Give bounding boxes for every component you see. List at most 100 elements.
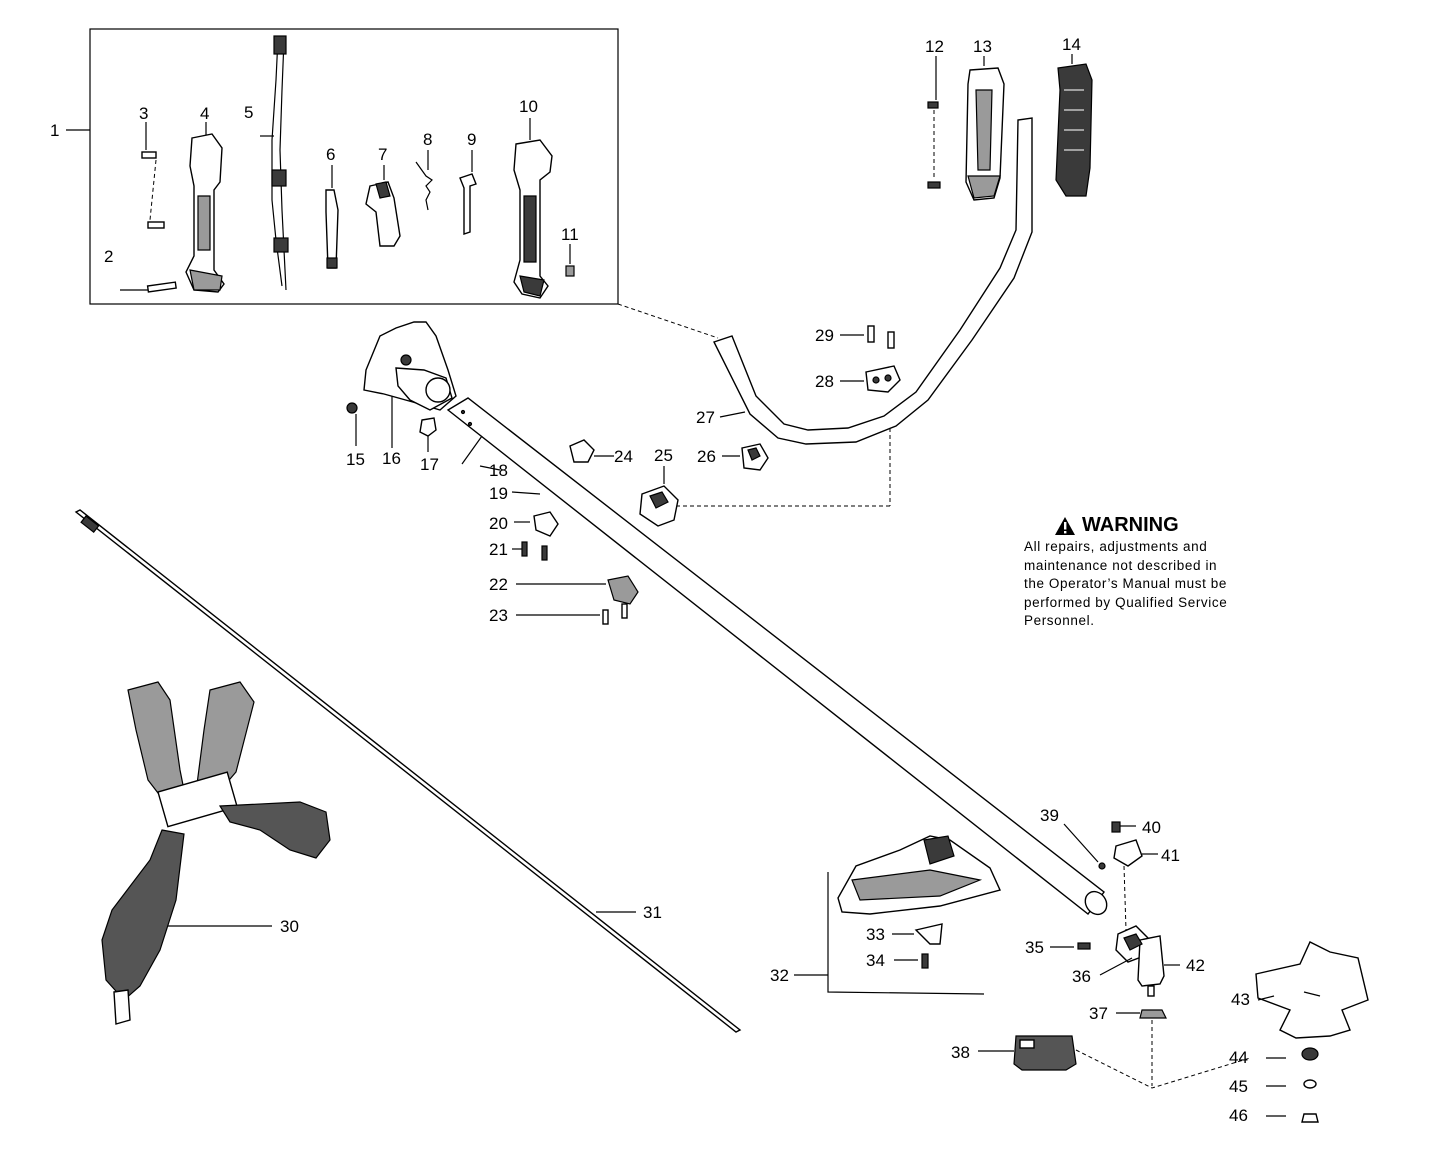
label-11: 11 [561,225,579,244]
part-41-clamp [1113,839,1158,931]
part-34-pin [894,953,929,969]
label-20: 20 [489,514,508,533]
label-21: 21 [489,540,508,559]
part-19-drive-tube [446,397,1108,916]
label-7: 7 [378,145,387,164]
part-8-spring [415,150,433,211]
label-37: 37 [1089,1004,1108,1023]
label-40: 40 [1142,818,1161,837]
part-17-knob [419,417,437,452]
part-43-blade [1255,941,1369,1039]
part-7-trigger [365,165,401,247]
part-14-grip [1055,54,1093,197]
label-42: 42 [1186,956,1205,975]
part-13-grip [965,56,1005,201]
label-1: 1 [50,121,59,140]
warning-triangle-icon [1055,516,1075,535]
part-40-screw [1111,821,1136,833]
part-10-handle-half [513,118,553,299]
warning-title: WARNING [1054,514,1284,537]
part-23-screws [516,603,628,625]
part-31-drive-shaft [74,509,742,1033]
label-9: 9 [467,130,476,149]
handle-kit-box [89,28,619,305]
label-2: 2 [104,247,113,266]
part-37-washer [1116,1009,1167,1086]
part-33-shim [892,923,943,945]
label-46: 46 [1229,1106,1248,1125]
part-38-trimmer-head [978,1035,1251,1089]
label-18: 18 [489,461,508,480]
part-46-nut [1266,1113,1319,1123]
part-25-clamp-assembly [639,466,679,527]
part-32-gear-cover [794,835,1001,995]
warning-line: the Operator’s Manual must be [1024,576,1227,591]
label-23: 23 [489,606,508,625]
part-22-cover [516,575,639,605]
part-20-bracket [514,511,559,537]
part-2-screw [120,281,177,293]
part-44-nut [1266,1047,1319,1061]
label-12: 12 [925,37,944,56]
warning-line: maintenance not described in [1024,557,1218,573]
part-3-screws [141,122,165,229]
part-5-throttle-cable [260,35,289,291]
label-26: 26 [697,447,716,466]
label-38: 38 [951,1043,970,1062]
label-28: 28 [815,372,834,391]
label-4: 4 [200,104,209,123]
label-33: 33 [866,925,885,944]
part-42-gear-head [1099,925,1180,997]
part-12-screws [927,56,941,189]
warning-line: All repairs, adjustments and [1024,539,1208,554]
label-5: 5 [244,103,253,122]
warning-title-text: WARNING [1082,514,1179,536]
warning-line: Personnel. [1024,613,1095,628]
part-29-screws [840,325,895,349]
label-32: 32 [770,966,789,985]
label-13: 13 [973,37,992,56]
part-28-clamp [840,365,901,393]
part-45-washer [1266,1079,1317,1089]
part-9-lock-lever [459,150,477,235]
label-39: 39 [1040,806,1059,825]
label-17: 17 [420,455,439,474]
label-43: 43 [1231,990,1250,1009]
label-44: 44 [1229,1048,1248,1067]
part-35-bolt [1050,942,1091,950]
part-6-lever [325,165,339,269]
part-15-screw [346,402,358,446]
label-16: 16 [382,449,401,468]
label-27: 27 [696,408,715,427]
label-8: 8 [423,130,432,149]
label-10: 10 [519,97,538,116]
warning-box: WARNING All repairs, adjustments and mai… [1024,514,1284,631]
label-3: 3 [139,104,148,123]
label-6: 6 [326,145,335,164]
label-34: 34 [866,951,885,970]
label-15: 15 [346,450,365,469]
label-19: 19 [489,484,508,503]
part-39-bolt [1063,823,1106,870]
part-11-nut [565,244,575,277]
warning-line: performed by Qualified Service [1024,594,1228,610]
part-4-handle-half [185,122,225,293]
part-24-clamp [569,439,614,463]
label-30: 30 [280,917,299,936]
label-45: 45 [1229,1077,1248,1096]
part-21-screws [512,541,548,561]
part-16-guard [363,321,457,448]
label-25: 25 [654,446,673,465]
label-22: 22 [489,575,508,594]
label-24: 24 [614,447,633,466]
label-31: 31 [643,903,662,922]
label-29: 29 [815,326,834,345]
label-41: 41 [1161,846,1180,865]
label-35: 35 [1025,938,1044,957]
warning-body: All repairs, adjustments and maintenance… [1024,538,1284,631]
label-36: 36 [1072,967,1091,986]
part-27-loop-handle [676,117,1033,507]
part-30-harness [101,681,331,1025]
part-26-clamp [722,443,769,471]
